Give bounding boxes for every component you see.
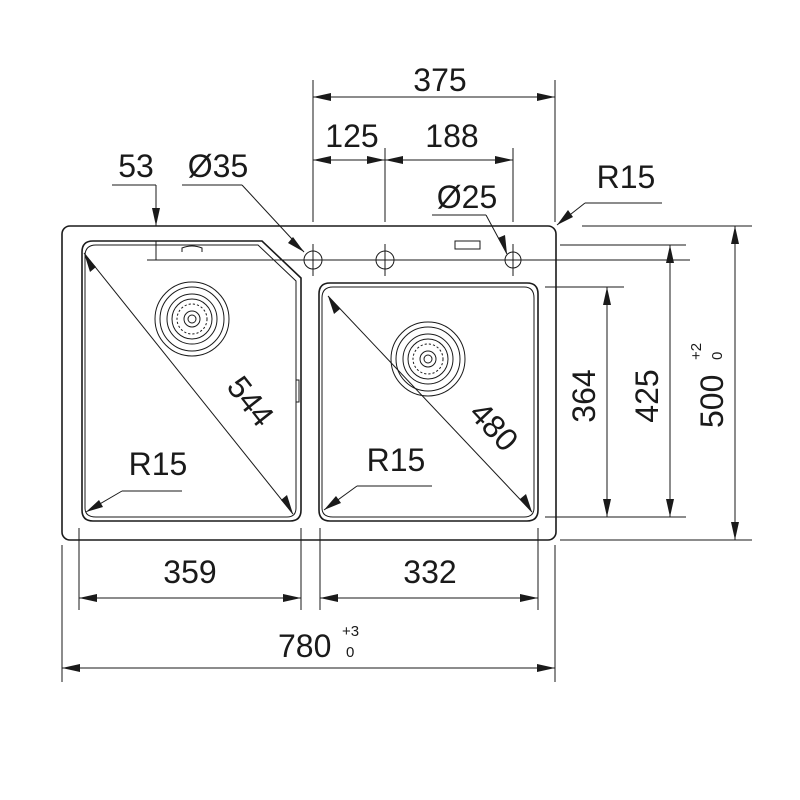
right-bowl-inner: [321, 286, 535, 518]
dim-500-label: 500: [694, 375, 730, 428]
dim-diameter-35-label: Ø35: [188, 148, 248, 184]
dim-780-tolerance-upper: +3: [342, 623, 359, 640]
dim-right-radius-label: R15: [367, 442, 426, 478]
dim-outer-radius-label: R15: [597, 159, 656, 195]
sink-outer-edge: [61, 225, 557, 541]
dimension-diameter-35: Ø35: [182, 148, 305, 253]
sink-body: [61, 225, 690, 541]
right-drain-strainer: [390, 321, 466, 397]
dim-125-label: 125: [325, 118, 378, 154]
dim-332-label: 332: [403, 554, 456, 590]
dim-425-label: 425: [629, 369, 665, 422]
left-bowl-outer: [81, 240, 302, 522]
dimension-outer-radius: R15: [556, 159, 662, 226]
dimension-53: 53: [112, 148, 160, 260]
dim-left-radius-label: R15: [129, 446, 188, 482]
dimension-left-radius: R15: [85, 446, 188, 513]
right-bowl-outer: [318, 282, 539, 522]
dim-780-label: 780: [278, 628, 331, 664]
dim-364-label: 364: [566, 369, 602, 422]
dimension-500: 500 +2 0: [560, 225, 752, 541]
overflow-cap: [181, 245, 203, 252]
dimension-375: 375: [312, 62, 556, 222]
dimension-544: 544: [83, 252, 294, 515]
side-overflow: [295, 379, 300, 403]
dim-diameter-25-label: Ø25: [437, 179, 497, 215]
dimension-right-radius: R15: [323, 442, 432, 511]
dim-375-label: 375: [413, 62, 466, 98]
dimension-125-188: 125 188: [313, 118, 514, 222]
dim-500-tolerance-upper: +2: [688, 343, 705, 360]
dimension-480: 480: [327, 295, 533, 513]
dimension-diameter-25: Ø25: [432, 179, 508, 255]
dim-780-tolerance-lower: 0: [346, 644, 354, 661]
dim-359-label: 359: [163, 554, 216, 590]
dim-53-label: 53: [118, 148, 154, 184]
left-bowl-inner: [84, 244, 297, 518]
dimension-364: 364: [545, 286, 624, 518]
overflow-slot: [454, 240, 481, 250]
dimension-780: 780 +3 0: [61, 545, 556, 682]
dimension-359-332: 359 332: [78, 528, 539, 610]
dim-500-tolerance-lower: 0: [709, 352, 726, 360]
dim-188-label: 188: [425, 118, 478, 154]
dim-544-label: 544: [220, 369, 281, 433]
dimension-425: 425: [560, 244, 686, 518]
left-drain-strainer: [154, 281, 230, 357]
